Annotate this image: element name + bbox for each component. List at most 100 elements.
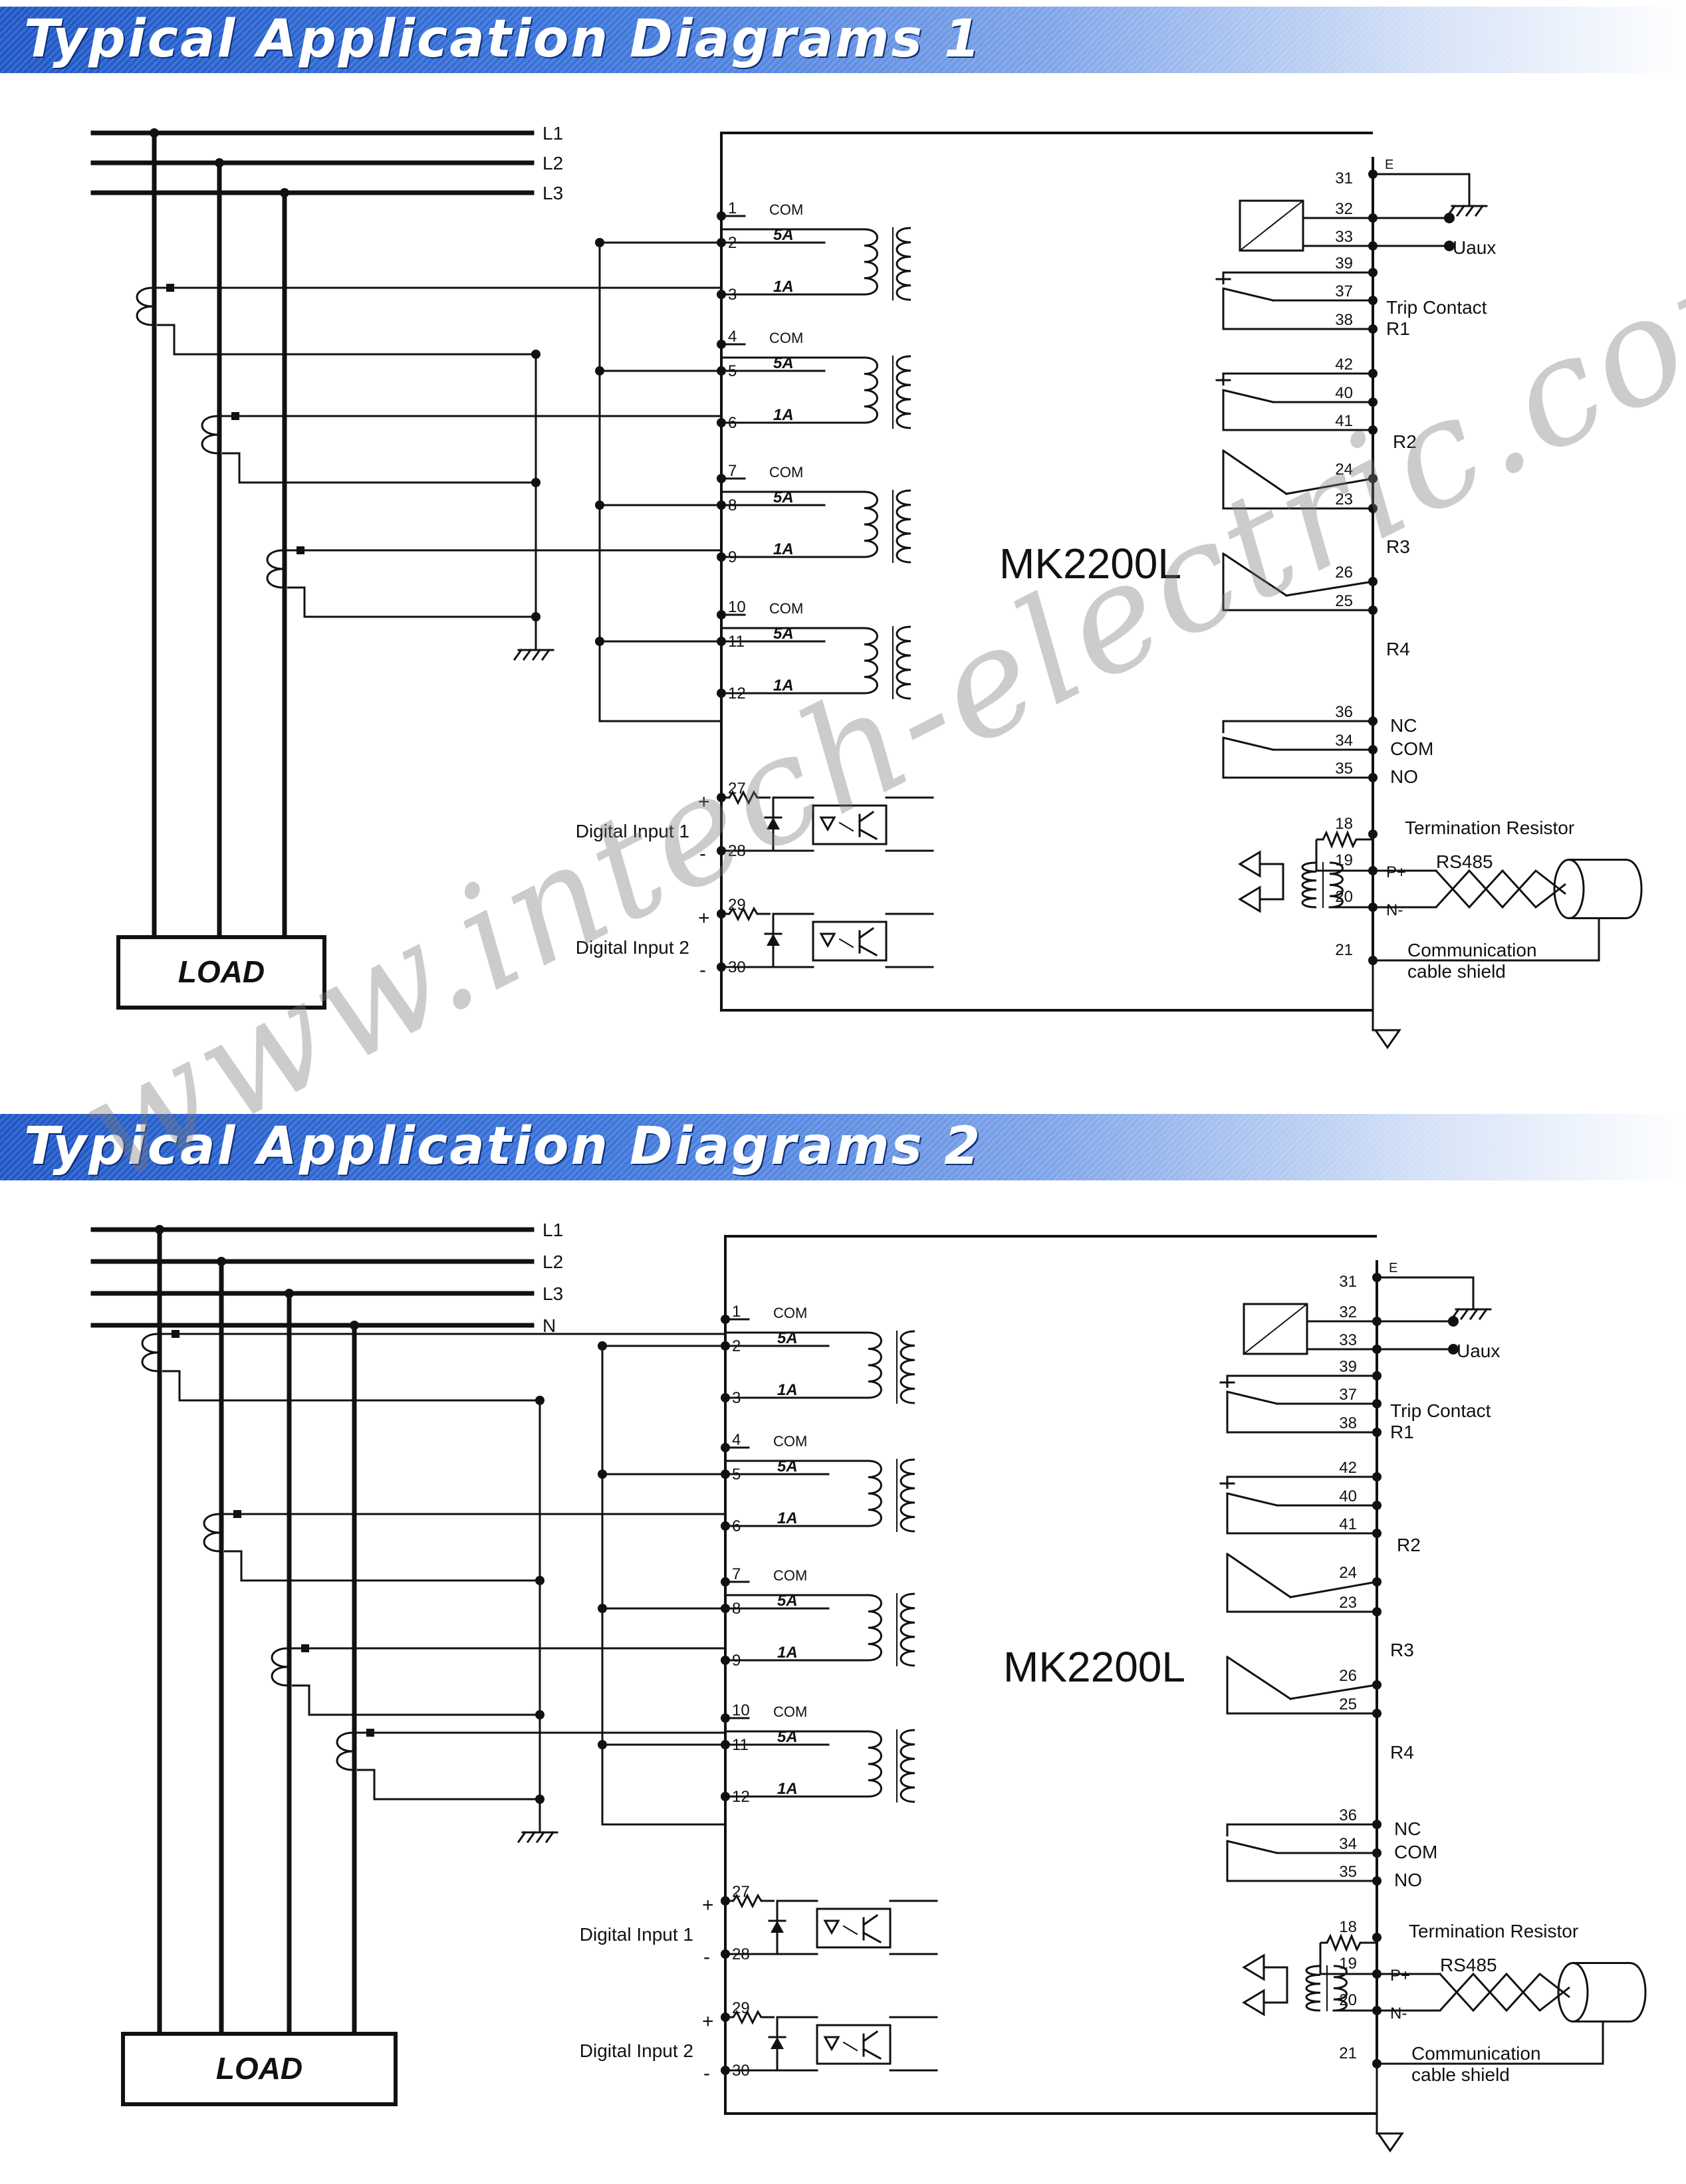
ground-hatch bbox=[522, 648, 533, 661]
1a-label: 1A bbox=[777, 1381, 798, 1399]
plus-sign: + bbox=[702, 2011, 714, 2032]
terminal-dot bbox=[1368, 829, 1378, 839]
relay-wire bbox=[1222, 271, 1373, 284]
terminal-number: 35 bbox=[1339, 1863, 1357, 1881]
termination-label: Termination Resistor bbox=[1405, 818, 1574, 838]
ct-secondary-coil bbox=[900, 1330, 915, 1404]
cable-shield bbox=[1629, 1962, 1647, 2022]
terminal-number: 41 bbox=[1339, 1515, 1357, 1533]
relay-wire bbox=[1226, 1392, 1377, 1434]
terminal-number: 1 bbox=[728, 199, 737, 217]
protection-diode bbox=[767, 934, 780, 946]
external-ct-coil bbox=[336, 1731, 354, 1771]
light-arrow bbox=[842, 2041, 858, 2052]
terminal-number: 26 bbox=[1339, 1667, 1357, 1685]
termination-label: Termination Resistor bbox=[1409, 1921, 1578, 1941]
relay-label: R2 bbox=[1397, 1535, 1421, 1555]
digital-input-label: Digital Input 1 bbox=[580, 1924, 693, 1945]
relay-contact bbox=[1222, 736, 1274, 751]
relay-contact bbox=[1226, 1492, 1278, 1507]
com-label: COM bbox=[773, 1305, 807, 1321]
com-label: COM bbox=[773, 1567, 807, 1584]
com-label: COM bbox=[769, 600, 803, 617]
ct-return-wire bbox=[162, 1370, 181, 1400]
bus-junction bbox=[150, 128, 159, 138]
plus-sign: + bbox=[702, 1894, 714, 1916]
isolation-transformer bbox=[1329, 861, 1344, 909]
external-ct-coil bbox=[201, 415, 219, 455]
protection-diode bbox=[767, 818, 780, 829]
twisted-pair bbox=[1439, 1972, 1570, 2013]
cable-shield bbox=[1625, 859, 1643, 919]
terminal-number: 7 bbox=[732, 1565, 741, 1583]
protection-diode bbox=[771, 2037, 784, 2049]
light-arrow bbox=[838, 938, 854, 948]
ground-hatch bbox=[526, 1830, 537, 1844]
external-ct-coil bbox=[271, 1647, 289, 1687]
bus-label: L1 bbox=[542, 123, 563, 144]
terminal-dot bbox=[721, 1713, 730, 1723]
relay-wire bbox=[1226, 1677, 1377, 1715]
n-label: N- bbox=[1386, 901, 1403, 919]
termination-resistor bbox=[1316, 829, 1373, 849]
terminal-number: 24 bbox=[1339, 1564, 1357, 1582]
terminal-number: 38 bbox=[1339, 1414, 1357, 1432]
ct-secondary-coil bbox=[900, 1729, 915, 1803]
relay-wire bbox=[1226, 1574, 1377, 1613]
ct-return-wire bbox=[292, 1684, 310, 1715]
terminal-number: 31 bbox=[1335, 169, 1353, 187]
bridge-dot bbox=[598, 1604, 607, 1613]
relay-wire bbox=[1222, 738, 1373, 779]
alarm-label: NO bbox=[1390, 766, 1418, 787]
terminal-number: 23 bbox=[1339, 1594, 1357, 1612]
minus-sign: - bbox=[703, 2062, 710, 2084]
uaux-terminal bbox=[1448, 1316, 1459, 1327]
uaux-terminal bbox=[1444, 213, 1455, 223]
alarm-label: NO bbox=[1394, 1870, 1422, 1890]
ct-secondary-coil bbox=[896, 625, 911, 700]
ground-hatch bbox=[541, 648, 551, 661]
transceiver-driver bbox=[1242, 1953, 1265, 1981]
terminal-number: 23 bbox=[1335, 491, 1353, 508]
relay-label: Trip Contact bbox=[1390, 1400, 1491, 1421]
relay-wire bbox=[1226, 1374, 1377, 1388]
minus-sign: - bbox=[703, 1946, 710, 1968]
relay-contact bbox=[1226, 1840, 1278, 1854]
phototransistor bbox=[858, 810, 875, 823]
relay-contact bbox=[1225, 1655, 1292, 1701]
bus-junction bbox=[285, 1289, 294, 1298]
bridge-dot bbox=[595, 637, 604, 646]
input-resistor bbox=[725, 1893, 775, 1909]
1a-label: 1A bbox=[773, 406, 794, 424]
uaux-terminal bbox=[1448, 1344, 1459, 1355]
1a-label: 1A bbox=[773, 677, 794, 695]
ct-secondary-coil bbox=[900, 1592, 915, 1667]
bus-junction bbox=[215, 158, 224, 167]
earth-symbol bbox=[1374, 1029, 1401, 1049]
protection-diode bbox=[771, 1921, 784, 1933]
application-diagram-1: L1L2L3LOAD123COM5A1A456COM5A1A789COM5A1A… bbox=[0, 100, 1686, 1070]
alarm-label: NC bbox=[1394, 1818, 1421, 1839]
led-symbol bbox=[819, 932, 836, 948]
terminal-number: 39 bbox=[1339, 1358, 1357, 1376]
isolation-transformer bbox=[1301, 861, 1317, 909]
terminal-dot bbox=[717, 610, 726, 619]
relay-wire bbox=[1222, 720, 1373, 733]
input-resistor bbox=[721, 790, 771, 806]
application-diagram-2: L1L2L3NLOAD123COM5A1A456COM5A1A789COM5A1… bbox=[0, 1203, 1686, 2173]
terminal-dot bbox=[717, 340, 726, 349]
termination-resistor bbox=[1320, 1933, 1377, 1953]
banner-background bbox=[0, 1114, 1686, 1180]
rs485-label: RS485 bbox=[1436, 851, 1493, 872]
relay-label: R3 bbox=[1390, 1640, 1414, 1660]
terminal-number: 19 bbox=[1335, 851, 1353, 869]
terminal-number: 38 bbox=[1335, 311, 1353, 329]
ground-hatch bbox=[1469, 1307, 1479, 1321]
ct-return-wire bbox=[222, 452, 241, 483]
wiring-diagram-svg-1: L1L2L3LOAD123COM5A1A456COM5A1A789COM5A1A… bbox=[90, 123, 1643, 1049]
ground-hatch bbox=[1455, 204, 1466, 217]
terminal-number: 40 bbox=[1339, 1487, 1357, 1505]
terminal-number: 32 bbox=[1335, 200, 1353, 218]
terminal-number: 1 bbox=[732, 1303, 741, 1321]
relay-label: Trip Contact bbox=[1386, 297, 1487, 318]
